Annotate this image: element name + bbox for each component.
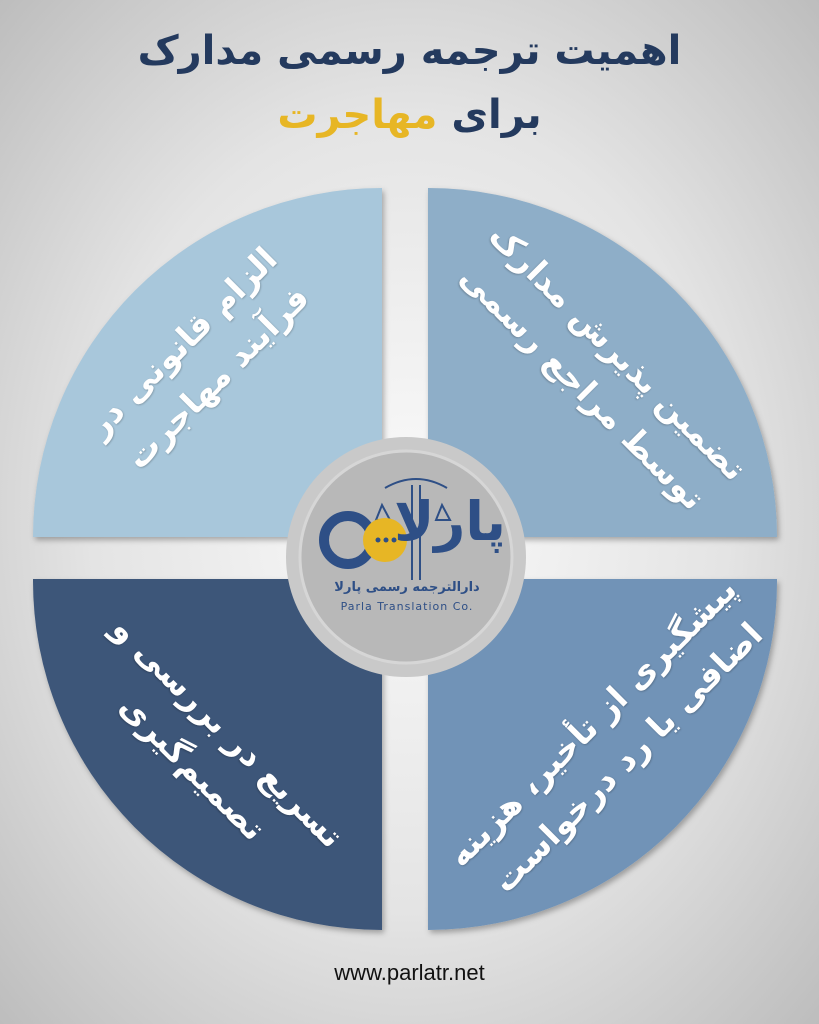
page-title: اهمیت ترجمه رسمی مدارک bbox=[137, 28, 682, 74]
quadrant-top-right bbox=[428, 188, 777, 537]
logo-subtitle-en: Parla Translation Co. bbox=[340, 600, 474, 613]
quadrant-bottom-right bbox=[428, 579, 778, 930]
logo: پارلا دارالترجمه رسمی پارلا Parla Transl… bbox=[300, 460, 514, 640]
logo-subtitle-fa: دارالترجمه رسمی پارلا bbox=[334, 580, 480, 595]
subtitle-highlight: مهاجرت bbox=[277, 92, 438, 138]
quadrant-top-left bbox=[33, 188, 382, 537]
page-subtitle: برای مهاجرت bbox=[0, 92, 819, 138]
quadrant-bottom-left bbox=[32, 579, 383, 930]
chat-bubble-icon bbox=[319, 511, 407, 569]
website-url[interactable]: www.parlatr.net bbox=[334, 960, 485, 985]
center-disc bbox=[298, 449, 514, 665]
scales-icon bbox=[374, 478, 452, 580]
logo-wordmark: پارلا bbox=[394, 490, 506, 553]
subtitle-prefix: برای bbox=[451, 92, 542, 138]
